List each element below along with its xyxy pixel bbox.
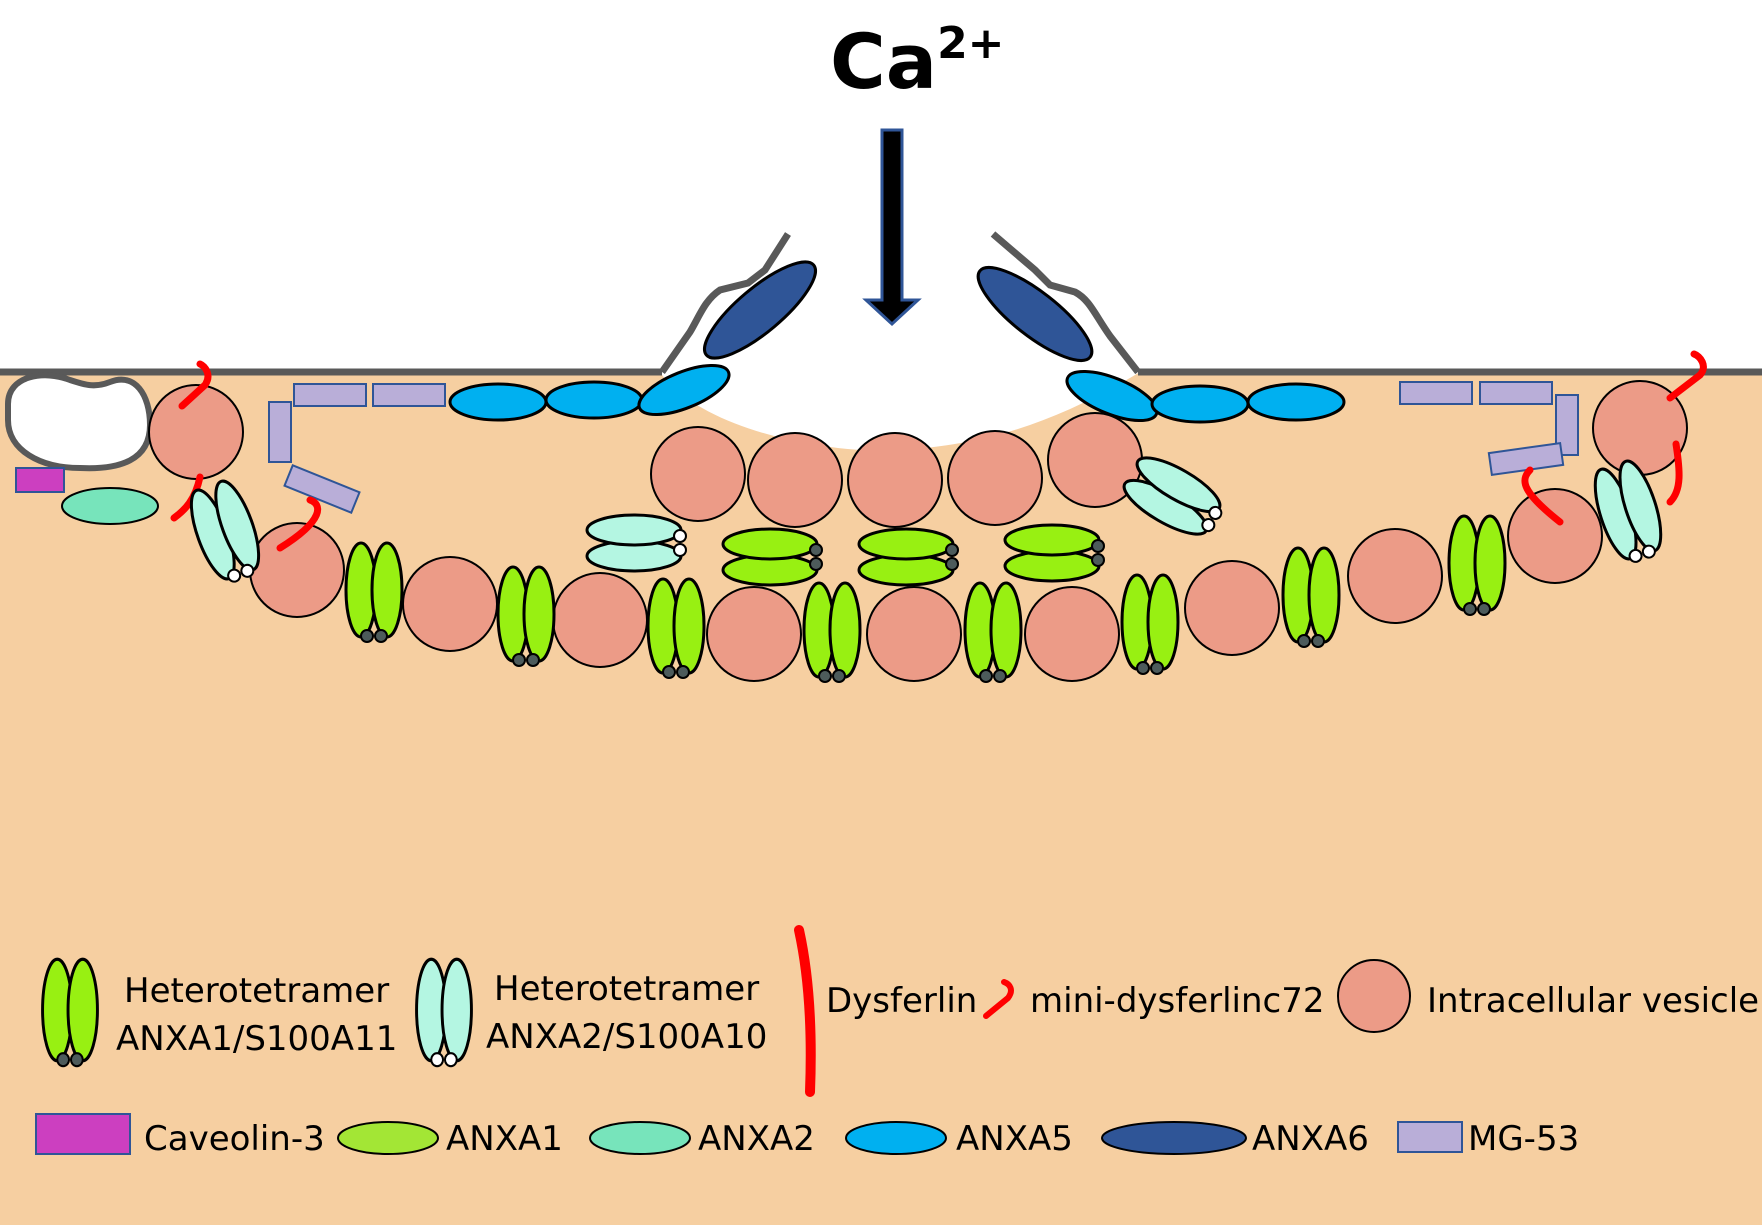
caveolin-3	[15, 467, 65, 493]
legend-vesicle-label: Intracellular vesicle	[1427, 981, 1759, 1021]
plasma-membrane	[0, 231, 1762, 376]
legend-dysferlin-label: Dysferlin	[826, 981, 977, 1021]
legend-anxa6-icon	[1101, 1121, 1247, 1155]
mini-dysferlin	[1521, 466, 1564, 526]
legend-heterotetramer-anxa2-title: Heterotetramer	[494, 969, 759, 1009]
mini-dysferlin	[1666, 440, 1683, 506]
legend-mg53-icon	[1397, 1121, 1463, 1153]
calcium-ion-label: Ca2+	[830, 17, 1005, 106]
legend-vesicle-icon	[1337, 959, 1411, 1033]
calcium-arrow	[862, 128, 922, 327]
legend-anxa5-label: ANXA5	[956, 1119, 1073, 1159]
wound-opening	[660, 360, 1140, 451]
legend-mini-dysferlin-icon	[983, 979, 1014, 1019]
mini-dysferlin	[178, 360, 212, 410]
legend-caveolin-label: Caveolin-3	[144, 1119, 325, 1159]
legend-anxa2-icon	[589, 1121, 691, 1155]
legend-anxa1-icon	[337, 1121, 439, 1155]
legend-dysferlin-icon	[794, 925, 816, 1097]
legend-anxa2-label: ANXA2	[698, 1119, 815, 1159]
mini-dysferlin	[170, 473, 204, 522]
legend-mg53-label: MG-53	[1468, 1119, 1579, 1159]
legend-caveolin-icon	[35, 1113, 131, 1155]
legend: Heterotetramer ANXA1/S100A11 Heterotetra…	[35, 925, 1759, 1159]
intracellular-vesicle	[148, 384, 244, 480]
mg53-protein	[268, 383, 446, 514]
legend-anxa5-icon	[845, 1121, 947, 1155]
anxa2-protein	[61, 487, 159, 525]
legend-anxa1-label: ANXA1	[446, 1119, 563, 1159]
legend-heterotetramer-anxa2-subtitle: ANXA2/S100A10	[486, 1017, 767, 1057]
mg53-protein	[1399, 381, 1579, 477]
legend-heterotetramer-anxa1-title: Heterotetramer	[124, 971, 389, 1011]
mini-dysferlin	[1666, 350, 1707, 402]
legend-heterotetramer-anxa1-subtitle: ANXA1/S100A11	[116, 1019, 397, 1059]
caveola	[4, 372, 154, 493]
legend-anxa6-label: ANXA6	[1252, 1119, 1369, 1159]
legend-mini-dysferlin-label: mini-dysferlinc72	[1030, 981, 1325, 1021]
mini-dysferlin	[276, 496, 322, 552]
